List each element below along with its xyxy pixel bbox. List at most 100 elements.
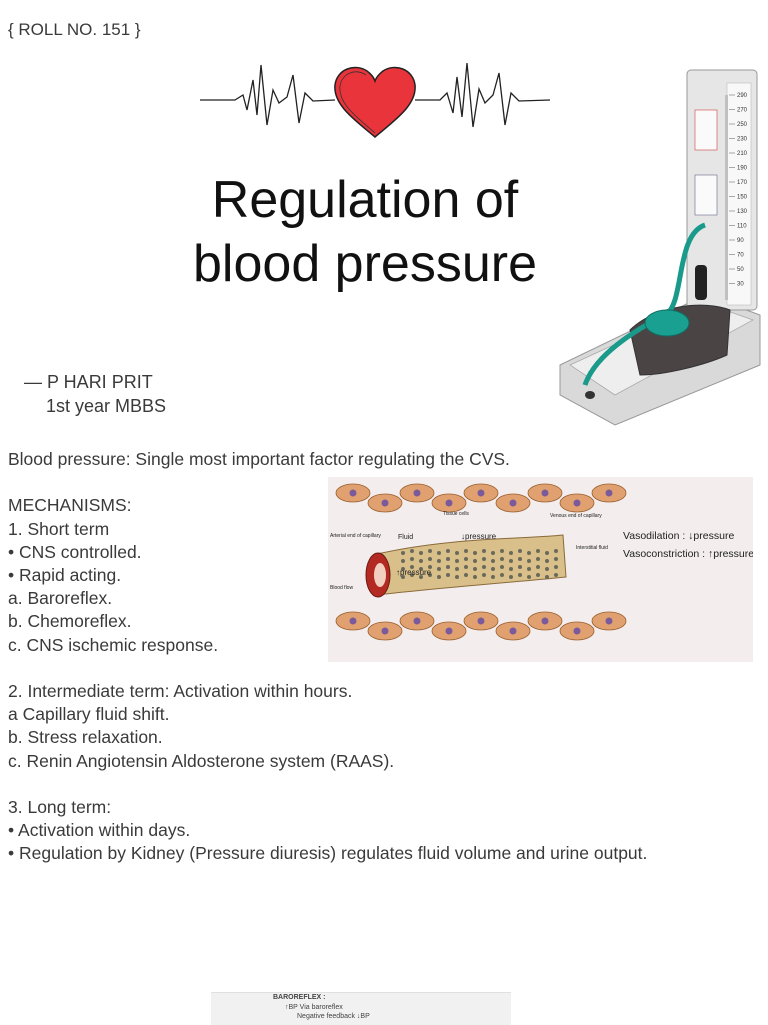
author-year: 1st year MBBS: [46, 396, 167, 416]
capillary-dot: [509, 559, 513, 563]
capillary-dot: [554, 573, 558, 577]
capillary-dot: [500, 549, 504, 553]
scale-tick-label: 150: [737, 195, 748, 201]
label-interstitial: Interstitial fluid: [576, 545, 608, 551]
scale-tick-label: 70: [737, 253, 744, 259]
capillary-dot: [536, 565, 540, 569]
label-pressure-inner: ↑pressure: [396, 568, 432, 577]
cell-nucleus: [349, 617, 357, 625]
cell-nucleus: [573, 499, 581, 507]
cell-nucleus: [605, 489, 613, 497]
capillary-dot: [482, 549, 486, 553]
cell-nucleus: [541, 489, 549, 497]
label-pressure-top: ↓pressure: [461, 532, 497, 541]
capillary-dot: [446, 565, 450, 569]
title-line-1: Regulation of: [211, 171, 519, 229]
capillary-dot: [410, 573, 414, 577]
short-term-line: • CNS controlled.: [8, 541, 142, 562]
capillary-dot: [464, 573, 468, 577]
cell-nucleus: [413, 489, 421, 497]
long-term-line: • Regulation by Kidney (Pressure diuresi…: [8, 843, 648, 864]
capillary-dot: [527, 567, 531, 571]
capillary-dot: [428, 557, 432, 561]
capillary-dot: [482, 565, 486, 569]
label-tissue-cells: Tissue cells: [443, 511, 469, 517]
capillary-dot: [446, 573, 450, 577]
cell-nucleus: [477, 617, 485, 625]
capillary-dot: [500, 573, 504, 577]
capillary-dot: [545, 567, 549, 571]
body-text: Blood pressure: Single most important fa…: [8, 448, 748, 866]
intermediate-term-line: c. Renin Angiotensin Aldosterone system …: [8, 750, 395, 771]
scale-tick-label: 190: [737, 166, 748, 172]
capillary-dot: [401, 575, 405, 579]
capillary-dot: [473, 559, 477, 563]
scale-tick-label: 210: [737, 151, 748, 157]
long-term-line: • Activation within days.: [8, 820, 191, 841]
capillary-dot: [518, 557, 522, 561]
intermediate-term-line: 2. Intermediate term: Activation within …: [8, 681, 353, 701]
cell-nucleus: [445, 627, 453, 635]
capillary-dot: [545, 575, 549, 579]
capillary-dot: [437, 567, 441, 571]
short-term-line: b. Chemoreflex.: [8, 611, 132, 632]
cell-nucleus: [477, 489, 485, 497]
cell-nucleus: [381, 499, 389, 507]
capillary-dot: [473, 551, 477, 555]
scale-tick-label: 170: [737, 180, 748, 186]
capillary-dot: [428, 573, 432, 577]
capillary-dot: [473, 567, 477, 571]
short-term-line: 1. Short term: [8, 518, 110, 539]
capillary-dot: [455, 575, 459, 579]
scale-tick-label: 130: [737, 209, 748, 215]
scale-tick-label: 230: [737, 137, 748, 143]
capillary-dot: [491, 559, 495, 563]
capillary-dot: [428, 565, 432, 569]
capillary-dot: [491, 575, 495, 579]
capillary-dot: [437, 551, 441, 555]
intro-line: Blood pressure: Single most important fa…: [8, 449, 510, 469]
capillary-dot: [428, 549, 432, 553]
cell-nucleus: [605, 617, 613, 625]
capillary-dot: [437, 575, 441, 579]
capillary-dot: [464, 557, 468, 561]
scale-tick-label: 110: [737, 224, 747, 230]
scale-tick-label: 30: [737, 282, 744, 288]
capillary-dot: [473, 575, 477, 579]
capillary-dot: [401, 551, 405, 555]
capillary-dot: [518, 565, 522, 569]
scale-tick-label: 90: [737, 238, 744, 244]
capillary-dot: [419, 567, 423, 571]
capillary-dot: [509, 575, 513, 579]
capillary-dot: [527, 559, 531, 563]
cell-nucleus: [445, 499, 453, 507]
capillary-dot: [545, 551, 549, 555]
capillary-dot: [446, 549, 450, 553]
short-term-line: c. CNS ischemic response.: [8, 634, 219, 655]
mechanisms-heading: MECHANISMS:: [8, 495, 132, 516]
capillary-dot: [509, 567, 513, 571]
capillary-dot: [527, 575, 531, 579]
scale-tick-label: 250: [737, 122, 748, 128]
cell-nucleus: [509, 499, 517, 507]
label-arterial-end: Arterial end of capillary: [330, 533, 381, 539]
label-fluid: Fluid: [398, 534, 413, 541]
cell-nucleus: [541, 617, 549, 625]
capillary-dot: [518, 573, 522, 577]
capillary-dot: [419, 551, 423, 555]
capillary-dot: [536, 573, 540, 577]
capillary-dot: [464, 549, 468, 553]
author-block: — P HARI PRIT 1st year MBBS: [24, 370, 166, 418]
capillary-dot: [545, 559, 549, 563]
cell-nucleus: [381, 627, 389, 635]
capillary-dot: [482, 573, 486, 577]
capillary-dot: [527, 551, 531, 555]
capillary-dot: [455, 559, 459, 563]
short-term-line: a. Baroreflex.: [8, 588, 113, 609]
capillary-dot: [554, 557, 558, 561]
label-blood-flow: Blood flow: [330, 585, 353, 591]
cell-nucleus: [413, 617, 421, 625]
cell-nucleus: [509, 627, 517, 635]
capillary-dot: [482, 557, 486, 561]
scale-tick-label: 290: [737, 93, 748, 99]
